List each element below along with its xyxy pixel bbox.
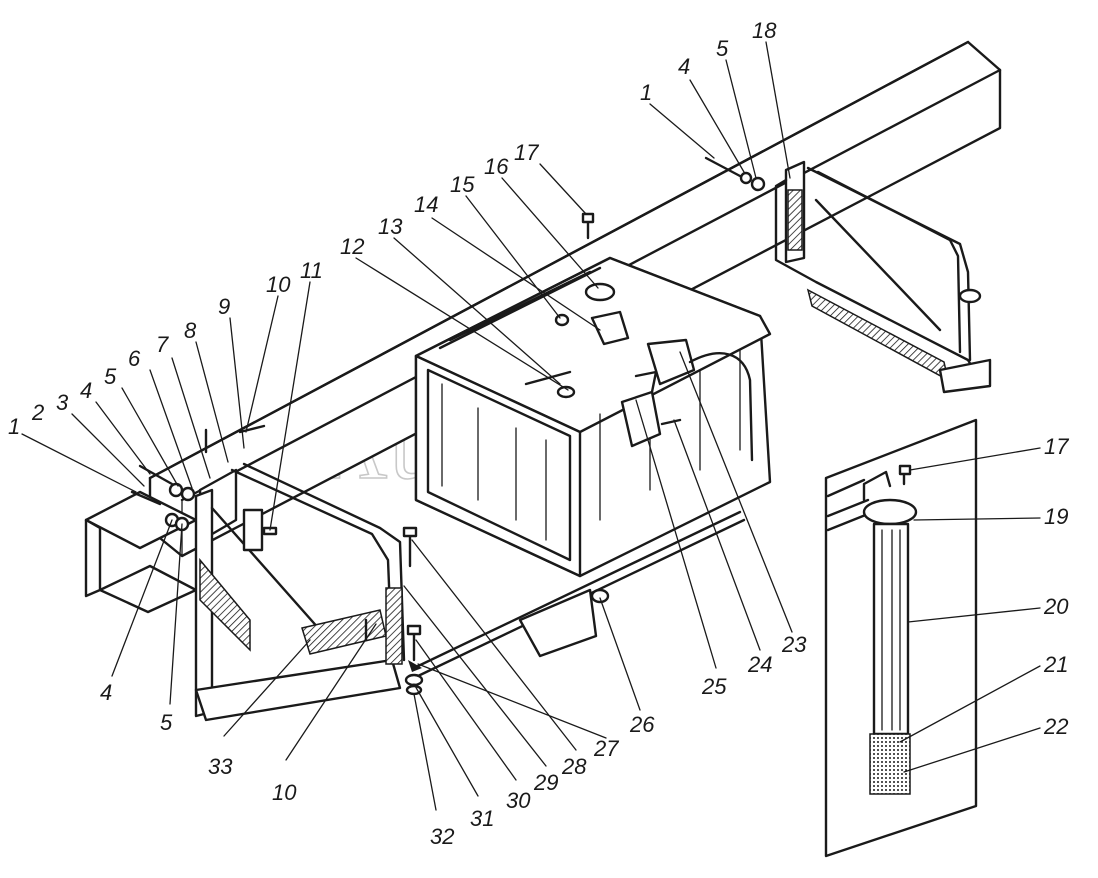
callout-17-inset: 17 bbox=[1044, 434, 1069, 459]
callout-2: 2 bbox=[31, 400, 44, 425]
callout-16: 16 bbox=[484, 154, 509, 179]
callout-1-right: 1 bbox=[640, 80, 652, 105]
callout-26: 26 bbox=[629, 712, 655, 737]
callout-5-left: 5 bbox=[104, 364, 117, 389]
callout-15: 15 bbox=[450, 172, 475, 197]
callout-19: 19 bbox=[1044, 504, 1068, 529]
callout-7: 7 bbox=[156, 332, 169, 357]
callout-labels: 1 4 5 18 17 16 15 14 13 12 11 10 9 8 7 6… bbox=[8, 18, 1069, 849]
callout-4-bottom: 4 bbox=[100, 680, 112, 705]
callout-27: 27 bbox=[593, 736, 619, 761]
fuel-tank bbox=[414, 256, 772, 578]
callout-23: 23 bbox=[781, 632, 807, 657]
callout-30: 30 bbox=[506, 788, 531, 813]
callout-11: 11 bbox=[300, 258, 323, 283]
right-tank-bracket bbox=[774, 160, 992, 394]
callout-5-bottom: 5 bbox=[160, 710, 173, 735]
frame-rail-section bbox=[84, 490, 198, 614]
callout-21: 21 bbox=[1043, 652, 1068, 677]
leader-lines bbox=[21, 41, 1041, 811]
callout-32: 32 bbox=[430, 824, 454, 849]
callout-14: 14 bbox=[414, 192, 438, 217]
callout-33: 33 bbox=[208, 754, 233, 779]
callout-18: 18 bbox=[752, 18, 777, 43]
callout-10-top: 10 bbox=[266, 272, 291, 297]
callout-10-bottom: 10 bbox=[272, 780, 297, 805]
callout-17-top: 17 bbox=[514, 140, 539, 165]
callout-29: 29 bbox=[533, 770, 558, 795]
tank-strap bbox=[408, 510, 746, 678]
callout-3: 3 bbox=[56, 390, 69, 415]
callout-12: 12 bbox=[340, 234, 364, 259]
left-tank-bracket bbox=[194, 462, 406, 722]
callout-22: 22 bbox=[1043, 714, 1068, 739]
callout-24: 24 bbox=[747, 652, 772, 677]
callout-4-left: 4 bbox=[80, 378, 92, 403]
callout-1-left: 1 bbox=[8, 414, 20, 439]
callout-5-right: 5 bbox=[716, 36, 729, 61]
callout-4-right: 4 bbox=[678, 54, 690, 79]
callout-13: 13 bbox=[378, 214, 403, 239]
callout-31: 31 bbox=[470, 806, 494, 831]
callout-25: 25 bbox=[701, 674, 727, 699]
callout-20: 20 bbox=[1043, 594, 1069, 619]
callout-6: 6 bbox=[128, 346, 141, 371]
callout-9: 9 bbox=[218, 294, 230, 319]
callout-8: 8 bbox=[184, 318, 197, 343]
callout-28: 28 bbox=[561, 754, 587, 779]
inset-panel bbox=[824, 418, 978, 858]
